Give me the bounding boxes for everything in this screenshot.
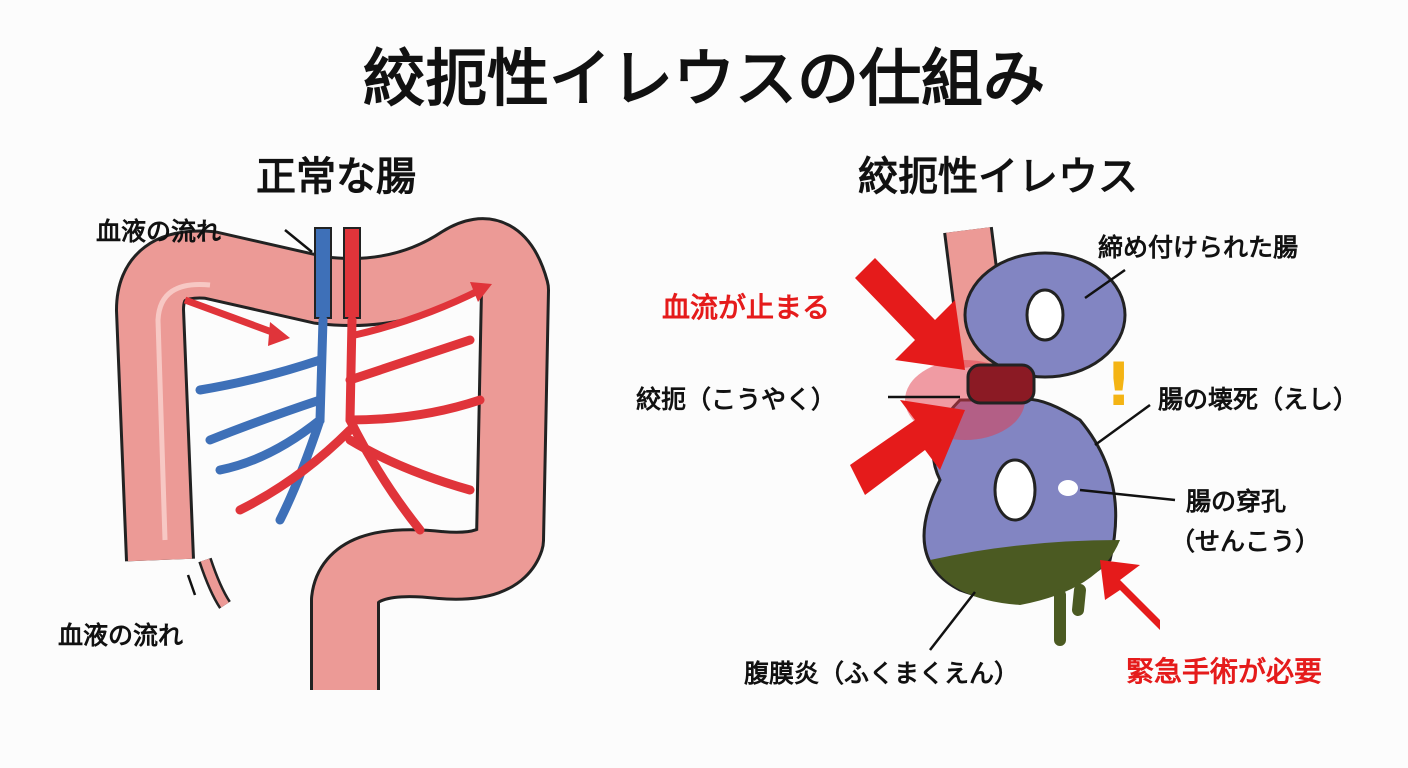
normal-heading: 正常な腸 bbox=[256, 154, 416, 200]
perforation-reading: （せんこう） bbox=[1170, 527, 1321, 556]
svg-text:!: ! bbox=[1105, 350, 1132, 420]
red-arrows bbox=[850, 258, 1160, 630]
surgery-label: 緊急手術が必要 bbox=[1126, 655, 1323, 688]
constricted-label: 締め付けられた腸 bbox=[1098, 233, 1299, 262]
blood-stops-label: 血流が止まる bbox=[662, 291, 831, 324]
peritonitis-label: 腹膜炎（ふくまくえん） bbox=[744, 659, 1020, 688]
normal-intestine bbox=[115, 217, 550, 690]
flow-arrow bbox=[354, 286, 482, 339]
perforation-label: 腸の穿孔 bbox=[1186, 487, 1287, 516]
strangulation-label: 絞扼（こうやく） bbox=[636, 385, 837, 414]
flow-arrow bbox=[183, 296, 282, 339]
page-title: 絞扼性イレウスの仕組み bbox=[362, 42, 1045, 115]
blood-flow-label-top: 血液の流れ bbox=[96, 217, 222, 246]
strangulated-intestine: ! bbox=[905, 226, 1132, 646]
pointer-lines bbox=[186, 229, 1176, 651]
necrosis-label: 腸の壊死（えし） bbox=[1158, 385, 1359, 414]
knot bbox=[966, 363, 1036, 405]
blood-vessels bbox=[195, 227, 485, 535]
blood-flow-label-bottom: 血液の流れ bbox=[58, 621, 184, 650]
ileus-heading: 絞扼性イレウス bbox=[858, 154, 1138, 200]
